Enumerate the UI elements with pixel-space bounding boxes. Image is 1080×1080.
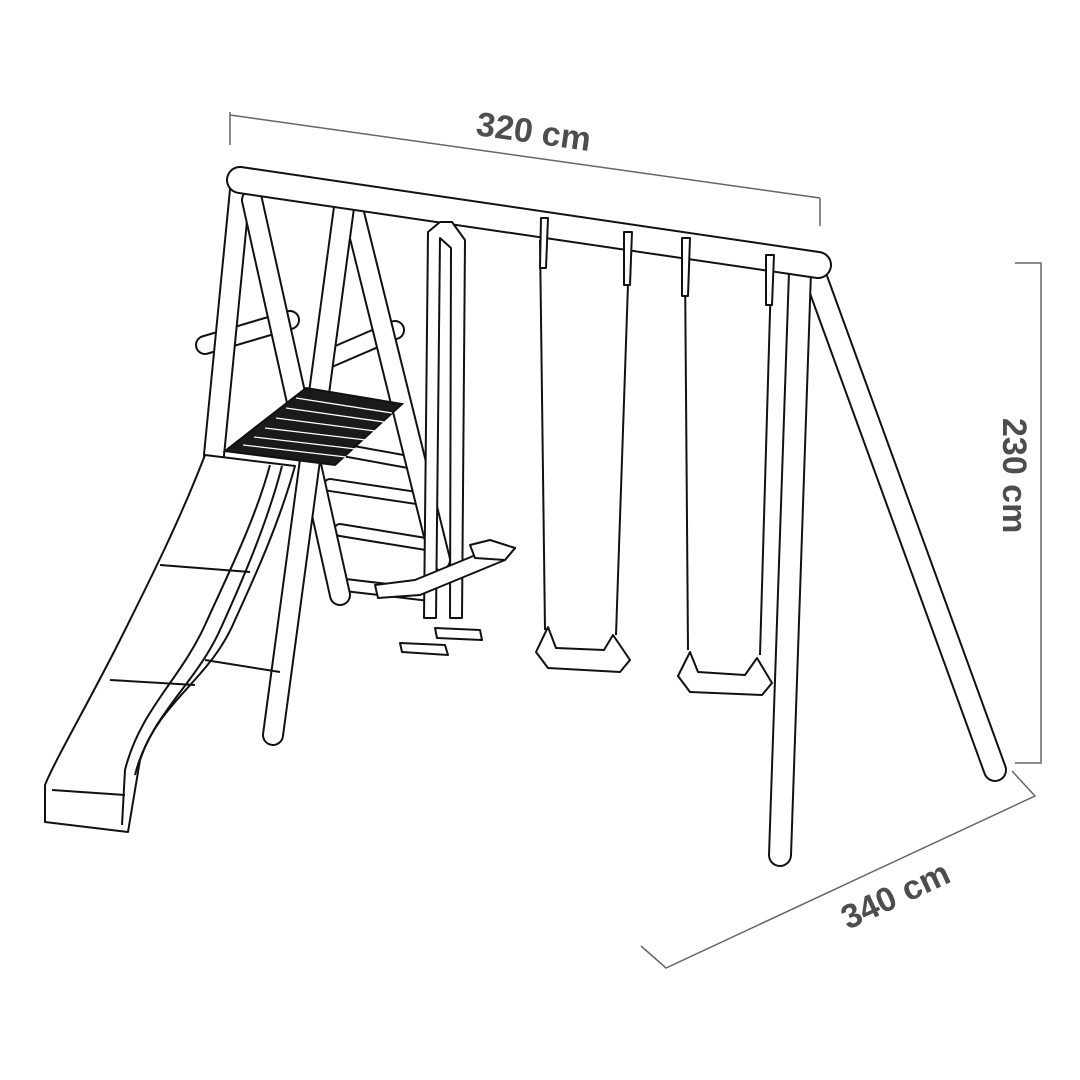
swing-left <box>535 217 633 673</box>
glider <box>374 221 516 656</box>
depth-label: 340 cm <box>835 854 956 937</box>
leg-right-back <box>803 263 1007 782</box>
height-label: 230 cm <box>995 418 1033 533</box>
width-dimension-line <box>229 112 821 226</box>
height-dimension-line <box>1015 262 1042 764</box>
platform <box>222 386 405 467</box>
frame <box>195 166 1007 867</box>
depth-dimension-line <box>640 770 1037 969</box>
top-beam <box>226 166 832 279</box>
leg-left-front <box>203 179 251 466</box>
rung <box>333 523 439 552</box>
swing-right <box>677 237 775 696</box>
width-label: 320 cm <box>474 105 593 159</box>
leg-right-front <box>768 260 812 867</box>
slide <box>44 454 296 833</box>
leg-mid-front <box>262 189 356 746</box>
